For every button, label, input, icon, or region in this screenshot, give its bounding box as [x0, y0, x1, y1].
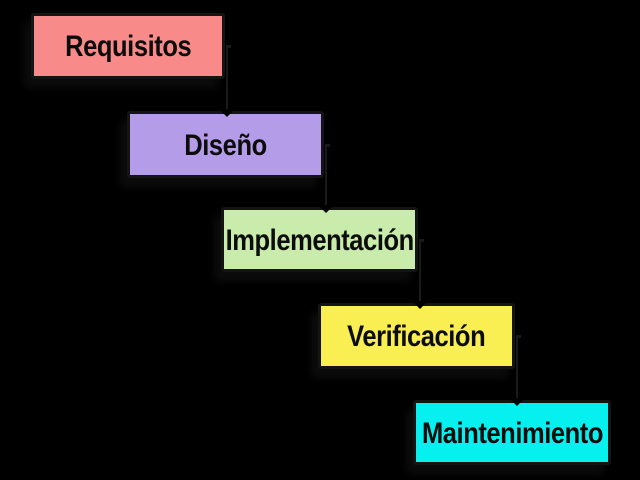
step-label-diseno: Diseño [184, 128, 267, 162]
step-box-diseno: Diseño [127, 111, 324, 178]
step-label-requisitos: Requisitos [64, 30, 192, 63]
arrow-down-icon [318, 205, 334, 213]
arrow-down-icon [509, 398, 525, 406]
connector-line [325, 144, 327, 207]
arrow-down-icon [219, 109, 235, 117]
step-box-requisitos: Requisitos [31, 13, 225, 79]
step-box-implementacion: Implementación [221, 207, 418, 272]
connector-stub [419, 238, 424, 242]
connector-stub [325, 143, 330, 147]
step-box-verificacion: Verificación [318, 303, 515, 369]
step-label-implementacion: Implementación [225, 223, 414, 257]
connector-stub [516, 335, 521, 338]
arrow-down-icon [412, 301, 428, 309]
step-label-verificacion: Verificación [347, 320, 486, 353]
connector-line [516, 336, 518, 400]
connector-line [419, 239, 421, 303]
connector-stub [226, 45, 231, 48]
step-label-maintenimiento: Maintenimiento [421, 416, 603, 450]
connector-line [226, 46, 228, 111]
step-box-maintenimiento: Maintenimiento [413, 400, 611, 465]
